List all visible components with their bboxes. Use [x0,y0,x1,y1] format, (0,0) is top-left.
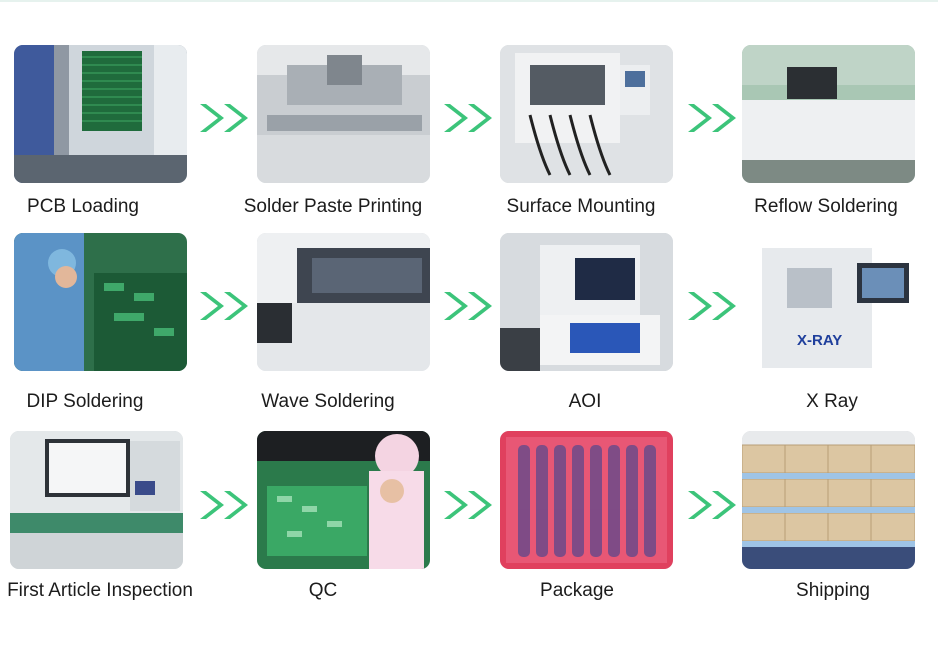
qc-photo [257,431,430,569]
double-chevron-right-icon [196,100,256,136]
x-ray-logo-text: X-RAY [797,332,842,349]
step-label: X Ray [806,391,858,412]
first-article-inspection-photo [10,431,183,569]
step-label: Reflow Soldering [754,196,898,217]
double-chevron-right-icon [196,487,256,523]
step-label: PCB Loading [27,196,139,217]
reflow-soldering-photo [742,45,915,183]
surface-mounting-photo [500,45,673,183]
double-chevron-right-icon [684,288,744,324]
double-chevron-right-icon [684,487,744,523]
solder-paste-printing-photo [257,45,430,183]
package-photo [500,431,673,569]
dip-soldering-photo [14,233,187,371]
step-label: First Article Inspection [7,580,193,601]
double-chevron-right-icon [196,288,256,324]
double-chevron-right-icon [440,487,500,523]
step-label: Package [540,580,614,601]
shipping-photo [742,431,915,569]
step-label: Wave Soldering [261,391,395,412]
top-divider [0,0,938,2]
step-label: AOI [568,391,602,412]
pcb-loading-photo [14,45,187,183]
double-chevron-right-icon [440,100,500,136]
wave-soldering-photo [257,233,430,371]
step-label: DIP Soldering [26,391,144,412]
double-chevron-right-icon [440,288,500,324]
step-label: Surface Mounting [506,196,656,217]
step-label: QC [308,580,338,601]
double-chevron-right-icon [684,100,744,136]
step-label: Shipping [796,580,870,601]
x-ray-photo: X-RAY [742,233,915,371]
aoi-photo [500,233,673,371]
step-label: Solder Paste Printing [243,196,423,217]
